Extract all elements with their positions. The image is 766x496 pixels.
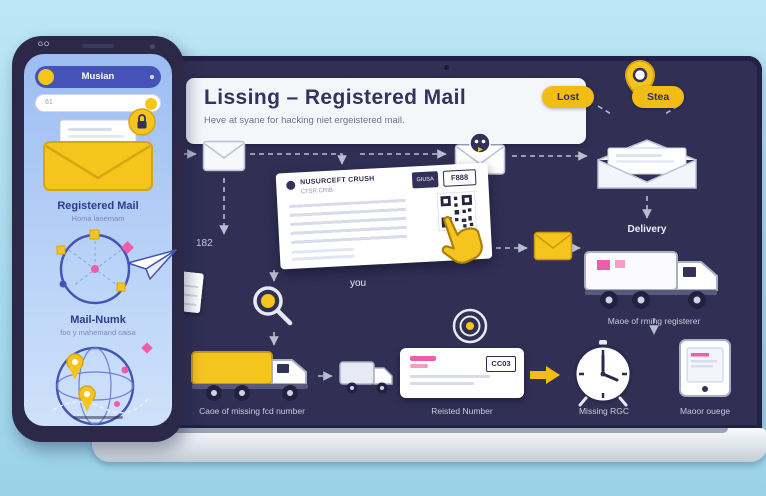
network-icon (56, 229, 134, 305)
steal-button-label: Stea (647, 91, 670, 103)
annotation-you: you (350, 278, 367, 289)
tablet-icon (679, 339, 731, 397)
magnifier-icon (253, 286, 293, 326)
doc-code-stamp: CC03 (486, 356, 516, 372)
phone-search-input[interactable]: 61 (35, 94, 161, 112)
registered-letter: NUSURCEFT CRUSH CTSR CRIB GIUSA F888 (275, 162, 493, 270)
annotation-number: 182 (196, 238, 213, 249)
app-logo-icon (38, 69, 54, 85)
document-label: Reisted Number (431, 406, 493, 416)
laptop-base (92, 428, 766, 462)
small-truck-icon (339, 361, 393, 394)
registered-number-card: CC03 (400, 348, 524, 398)
letter-subheader: CTSR CRIB (300, 187, 334, 196)
phone-screen: Musian 61 Registered Mail Homa lan (24, 54, 172, 426)
phone-section1-title: Registered Mail (57, 200, 139, 212)
phone-speaker (82, 44, 114, 48)
page-title: Lissing – Registered Mail (204, 86, 467, 109)
yellow-arrow-icon (530, 366, 560, 384)
highlight-mark-2 (410, 364, 428, 368)
steal-button[interactable]: Stea (632, 86, 685, 108)
header-dot-icon (150, 75, 154, 79)
hand-cursor-icon (441, 216, 483, 264)
paper-plane-icon (127, 249, 177, 280)
webcam-dot (444, 65, 449, 70)
device-label: Maoor ouege (679, 406, 731, 416)
delivery-label: Delivery (627, 224, 667, 235)
home-indicator (73, 416, 123, 419)
map-pin-icon (78, 385, 96, 412)
letter-stamp-code: F888 (442, 169, 477, 187)
registered-mail-envelope-icon (43, 119, 153, 191)
phone-search-text: 61 (45, 99, 53, 106)
search-action-icon[interactable] (145, 97, 157, 110)
smartphone: GO Musian 61 (12, 36, 184, 442)
map-pin-icon (66, 353, 84, 380)
truck-bottom-label: Caoe of missing fcd number (199, 406, 305, 416)
phone-status-text: GO (38, 41, 51, 48)
globe-icon (52, 342, 153, 426)
letter-text-lines-2 (291, 247, 355, 262)
letter-header: NUSURCEFT CRUSH (299, 175, 375, 187)
yellow-truck-icon (191, 351, 308, 401)
phone-section2-title: Mail-Numk (70, 314, 126, 326)
doc-text-line-2 (410, 382, 474, 385)
lock-icon (128, 108, 156, 136)
lost-button-label: Lost (557, 91, 580, 103)
phone-section1-subtitle: Homa lanemam (71, 214, 125, 223)
yellow-envelope-icon (533, 231, 573, 261)
letter-text-lines (289, 198, 408, 245)
lost-button[interactable]: Lost (542, 86, 595, 108)
phone-section2-subtitle: foo y mahemand caisa (60, 328, 136, 337)
header-panel: Lissing – Registered Mail Heve at syane … (186, 78, 586, 144)
envelope-icon (202, 140, 246, 172)
doc-text-line (410, 375, 490, 378)
truck-right-label: Maoe of rming registerer (607, 316, 701, 326)
letter-stamp-dark: GIUSA (411, 171, 439, 189)
letter-seal-icon (286, 180, 296, 191)
phone-camera-dot (150, 44, 155, 49)
laptop-screen: Lissing – Registered Mail Heve at syane … (128, 56, 762, 430)
target-icon (452, 308, 488, 344)
open-envelope-icon (597, 139, 697, 189)
phone-app-header: Musian (35, 66, 161, 88)
laptop-hinge (132, 428, 728, 433)
highlight-mark (410, 356, 436, 361)
delivery-truck-icon (584, 251, 718, 309)
page-subtitle: Heve at syane for hacking niet ergeister… (204, 115, 405, 126)
clock-icon (573, 340, 633, 407)
clock-label: Missing RGC (578, 406, 630, 416)
phone-app-title: Musian (81, 71, 115, 82)
